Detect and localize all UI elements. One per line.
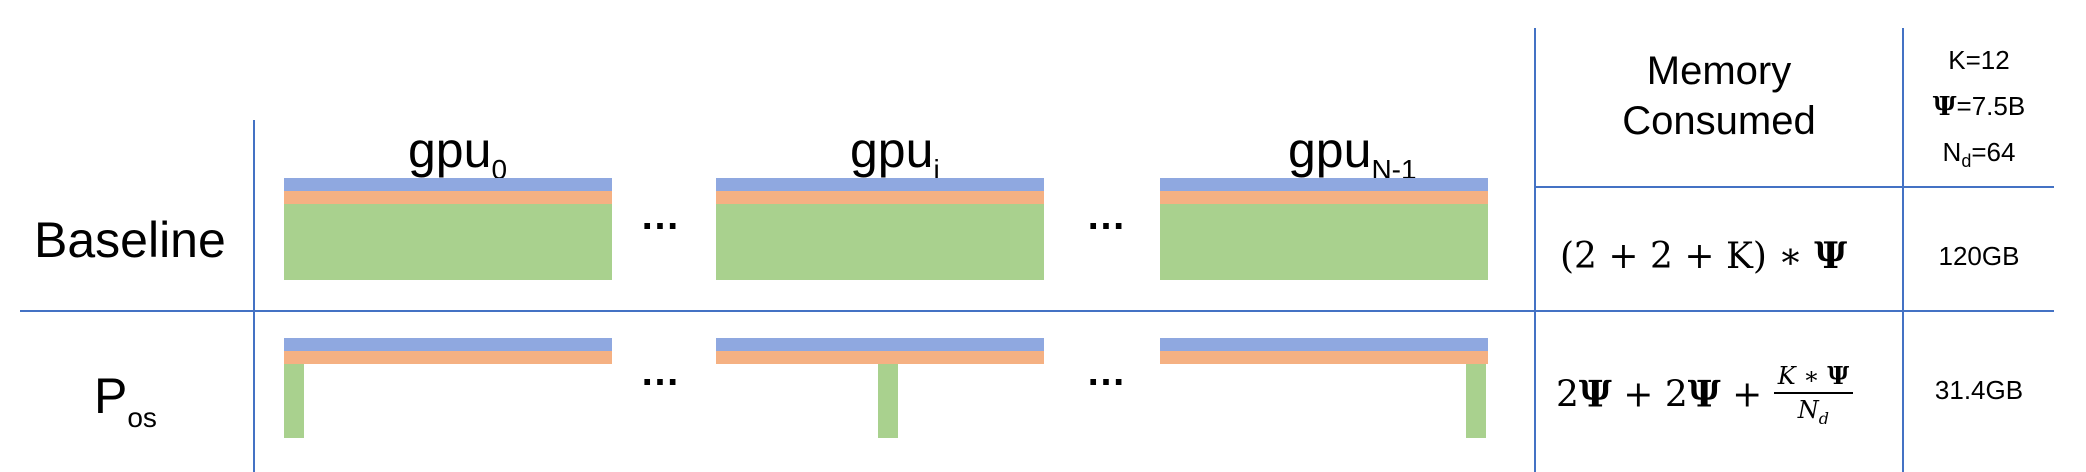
- param-nd-value: =64: [1971, 137, 2016, 167]
- pos-gpui-gradients-bar: [716, 351, 1044, 364]
- baseline-gpun1-optimizer-bar: [1160, 204, 1488, 280]
- pos-ellipsis-1: …: [640, 350, 682, 394]
- baseline-gpu0-gradients-bar: [284, 191, 612, 204]
- pos-fraction-numerator: K ∗ Ψ: [1773, 361, 1854, 394]
- pos-gpun1-gradients-bar: [1160, 351, 1488, 364]
- pos-gpu0-gradients-bar: [284, 351, 612, 364]
- pos-formula-c: +: [1720, 374, 1774, 416]
- grid-hline-header: [1534, 186, 2054, 188]
- memory-consumed-header: Memory Consumed: [1536, 46, 1902, 146]
- pos-formula-a: 2: [1556, 374, 1579, 416]
- row-label-pos-base: P: [94, 368, 128, 424]
- baseline-formula-psi: Ψ: [1814, 235, 1848, 277]
- grid-vline-left: [253, 120, 255, 472]
- grid-vline-right: [1902, 28, 1904, 472]
- memory-consumed-header-line1: Memory: [1646, 49, 1792, 93]
- param-nd: Nd=64: [1904, 134, 2054, 170]
- gpu-title-n-1-base: gpu: [1288, 122, 1372, 178]
- pos-formula-psi1: Ψ: [1578, 373, 1612, 416]
- gpu-title-n-1: gpuN-1: [1288, 122, 1417, 184]
- param-k: K=12: [1948, 45, 2010, 75]
- pos-fraction-num-psi: Ψ: [1827, 361, 1850, 390]
- gpu-title-0: gpu0: [408, 122, 507, 184]
- pos-gpui-parameters-bar: [716, 338, 1044, 351]
- param-nd-sub: d: [1961, 151, 1972, 171]
- param-psi-value: =7.5B: [1956, 91, 2026, 121]
- param-nd-base: N: [1942, 137, 1962, 167]
- baseline-ellipsis-1: …: [640, 194, 682, 238]
- param-psi-symbol: Ψ: [1932, 92, 1957, 122]
- pos-gpu0-parameters-bar: [284, 338, 612, 351]
- gpu-title-i: gpui: [850, 122, 940, 184]
- pos-fraction-denominator: Nd: [1774, 394, 1853, 433]
- pos-memory-value: 31.4GB: [1934, 375, 2024, 405]
- row-label-pos: Pos: [94, 368, 157, 432]
- pos-fraction-num-text: K ∗: [1777, 362, 1828, 390]
- grid-vline-mid: [1534, 28, 1536, 472]
- baseline-gpun1-parameters-bar: [1160, 178, 1488, 191]
- baseline-gpun1-gradients-bar: [1160, 191, 1488, 204]
- pos-gpu0-optimizer-shard: [284, 364, 304, 438]
- pos-fraction-den-base: N: [1797, 396, 1819, 424]
- pos-formula-psi2: Ψ: [1687, 373, 1721, 416]
- baseline-gpu0-optimizer-bar: [284, 204, 612, 280]
- pos-ellipsis-2: …: [1086, 350, 1128, 394]
- row-label-baseline: Baseline: [34, 212, 226, 268]
- gpu-title-0-sub: 0: [491, 154, 508, 185]
- baseline-memory-formula: (2 + 2 + K) ∗ Ψ: [1560, 234, 1847, 279]
- memory-consumed-header-line2: Consumed: [1622, 99, 1816, 143]
- gpu-title-0-base: gpu: [408, 122, 492, 178]
- pos-formula-b: + 2: [1611, 374, 1688, 416]
- param-psi: Ψ=7.5B: [1904, 88, 2054, 125]
- pos-gpun1-parameters-bar: [1160, 338, 1488, 351]
- baseline-gpui-parameters-bar: [716, 178, 1044, 191]
- baseline-ellipsis-2: …: [1086, 194, 1128, 238]
- gpu-title-i-base: gpu: [850, 122, 934, 178]
- gpu-title-i-sub: i: [933, 154, 940, 185]
- grid-hline-rows: [20, 310, 2054, 312]
- pos-gpui-optimizer-shard: [878, 364, 898, 438]
- baseline-gpu0-parameters-bar: [284, 178, 612, 191]
- pos-fraction-den-sub: d: [1818, 408, 1830, 428]
- baseline-gpui-gradients-bar: [716, 191, 1044, 204]
- baseline-memory-value: 120GB: [1938, 241, 2020, 271]
- row-label-pos-sub: os: [127, 402, 157, 433]
- pos-gpun1-optimizer-shard: [1466, 364, 1486, 438]
- baseline-gpui-optimizer-bar: [716, 204, 1044, 280]
- baseline-formula-text: (2 + 2 + K) ∗: [1560, 236, 1815, 277]
